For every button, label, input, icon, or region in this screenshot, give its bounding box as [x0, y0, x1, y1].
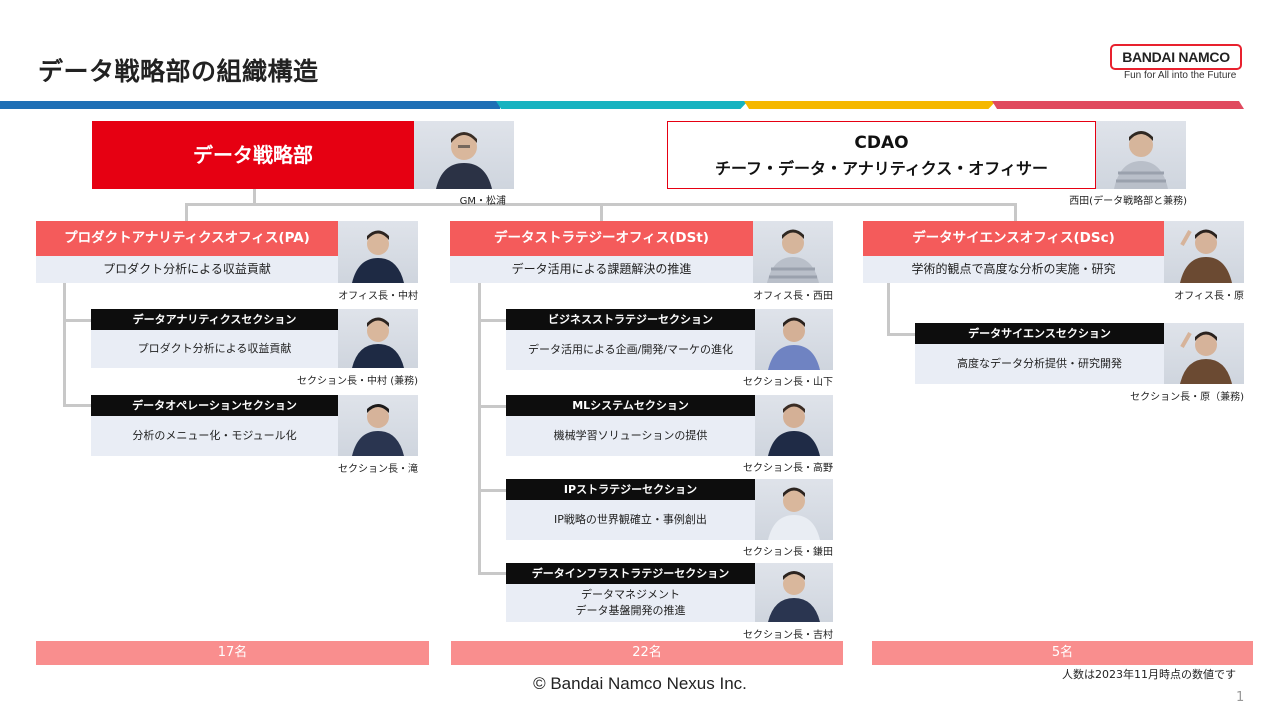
section-dst-4-desc-line-1: データマネジメント — [581, 587, 680, 603]
connector-dst-sec1 — [478, 319, 506, 322]
connector-dst-sec4 — [478, 572, 506, 575]
section-dst-1-desc: データ活用による企画/開発/マーケの進化 — [506, 330, 755, 370]
connector-dsc-vertical — [887, 283, 890, 335]
brand-logo: BANDAI NAMCO — [1110, 44, 1242, 70]
section-dst-2-caption: セクション長・高野 — [713, 459, 833, 474]
stripe-teal — [496, 101, 748, 109]
section-dsc-1-desc-line: 高度なデータ分析提供・研究開発 — [957, 356, 1122, 372]
section-dsc-1-title: データサイエンスセクション — [915, 323, 1164, 344]
brand-tagline: Fun for All into the Future — [1124, 70, 1236, 81]
section-pa-1-desc-line: プロダクト分析による収益貢献 — [138, 341, 292, 357]
cdao-box: CDAO チーフ・データ・アナリティクス・オフィサー — [667, 121, 1096, 189]
page-title: データ戦略部の組織構造 — [38, 52, 319, 88]
section-pa-1-desc: プロダクト分析による収益貢献 — [91, 330, 338, 368]
section-dst-1-caption: セクション長・山下 — [713, 373, 833, 388]
section-pa-2-desc: 分析のメニュー化・モジュール化 — [91, 416, 338, 456]
connector-dst — [600, 203, 603, 221]
connector-dst-sec3 — [478, 489, 506, 492]
office-pa-head-caption: オフィス長・中村 — [318, 287, 418, 302]
section-pa-2-desc-line: 分析のメニュー化・モジュール化 — [132, 428, 296, 444]
connector-dsc-sec1 — [887, 333, 915, 336]
stripe-yellow — [744, 101, 996, 109]
office-dst-head-photo — [753, 221, 833, 283]
office-dsc-head-caption: オフィス長・原 — [1144, 287, 1244, 302]
headcount-dsc: 5名 — [872, 641, 1253, 665]
copyright: © Bandai Namco Nexus Inc. — [0, 674, 1280, 694]
section-dst-2-title: MLシステムセクション — [506, 395, 755, 416]
section-dst-1-photo — [755, 309, 833, 370]
connector-pa-sec1 — [63, 319, 91, 322]
office-dsc-title: データサイエンスオフィス(DSc) — [863, 221, 1164, 256]
stripe-red — [992, 101, 1244, 109]
gm-caption: GM・松浦 — [430, 192, 506, 207]
section-dst-3-photo — [755, 479, 833, 540]
office-dsc-head-photo — [1164, 221, 1244, 283]
office-pa-head-photo — [338, 221, 418, 283]
page-number: 1 — [1236, 690, 1244, 705]
section-dst-1-title: ビジネスストラテジーセクション — [506, 309, 755, 330]
section-dst-3-desc: IP戦略の世界観確立・事例創出 — [506, 500, 755, 540]
connector-pa-vertical — [63, 283, 66, 407]
section-dsc-1-photo — [1164, 323, 1244, 384]
section-pa-1-title: データアナリティクスセクション — [91, 309, 338, 330]
connector-pa-sec2 — [63, 404, 91, 407]
section-dst-4-caption: セクション長・吉村 — [713, 626, 833, 641]
section-pa-2-photo — [338, 395, 418, 456]
section-pa-2-title: データオペレーションセクション — [91, 395, 338, 416]
section-dst-3-caption: セクション長・鎌田 — [713, 543, 833, 558]
headcount-dst: 22名 — [451, 641, 843, 665]
headcount-pa: 17名 — [36, 641, 429, 665]
section-dst-4-photo — [755, 563, 833, 622]
cdao-caption: 西田(データ戦略部と兼務) — [1040, 192, 1187, 207]
section-dst-4-desc-line-2: データ基盤開発の推進 — [576, 603, 686, 619]
connector-dst-vertical — [478, 283, 481, 575]
section-dst-2-desc: 機械学習ソリューションの提供 — [506, 416, 755, 456]
cdao-title: CDAO — [668, 133, 1095, 153]
section-dsc-1-caption: セクション長・原（兼務) — [1104, 388, 1244, 403]
cdao-subtitle: チーフ・データ・アナリティクス・オフィサー — [668, 155, 1095, 179]
stripe-blue — [0, 101, 500, 109]
section-dst-2-photo — [755, 395, 833, 456]
office-dst-title: データストラテジーオフィス(DSt) — [450, 221, 753, 256]
office-dsc-mission: 学術的観点で高度な分析の実施・研究 — [863, 256, 1164, 283]
section-dst-3-title: IPストラテジーセクション — [506, 479, 755, 500]
connector-dst-sec2 — [478, 405, 506, 408]
office-pa-mission: プロダクト分析による収益貢献 — [36, 256, 338, 283]
section-dst-3-desc-line: IP戦略の世界観確立・事例創出 — [554, 512, 707, 528]
connector-dsc — [1014, 203, 1017, 221]
department-box: データ戦略部 — [92, 121, 414, 189]
office-pa-title: プロダクトアナリティクスオフィス(PA) — [36, 221, 338, 256]
connector-pa — [185, 203, 188, 221]
cdao-photo — [1096, 121, 1186, 189]
section-dsc-1-desc: 高度なデータ分析提供・研究開発 — [915, 344, 1164, 384]
office-dst-mission: データ活用による課題解決の推進 — [450, 256, 753, 283]
gm-photo — [414, 121, 514, 189]
section-pa-1-photo — [338, 309, 418, 368]
section-pa-2-caption: セクション長・滝 — [318, 460, 418, 475]
section-dst-2-desc-line: 機械学習ソリューションの提供 — [554, 428, 708, 444]
section-dst-4-desc: データマネジメント データ基盤開発の推進 — [506, 584, 755, 622]
office-dst-head-caption: オフィス長・西田 — [733, 287, 833, 302]
section-dst-4-title: データインフラストラテジーセクション — [506, 563, 755, 584]
section-pa-1-caption: セクション長・中村 (兼務) — [268, 372, 418, 387]
section-dst-1-desc-line: データ活用による企画/開発/マーケの進化 — [528, 342, 733, 358]
